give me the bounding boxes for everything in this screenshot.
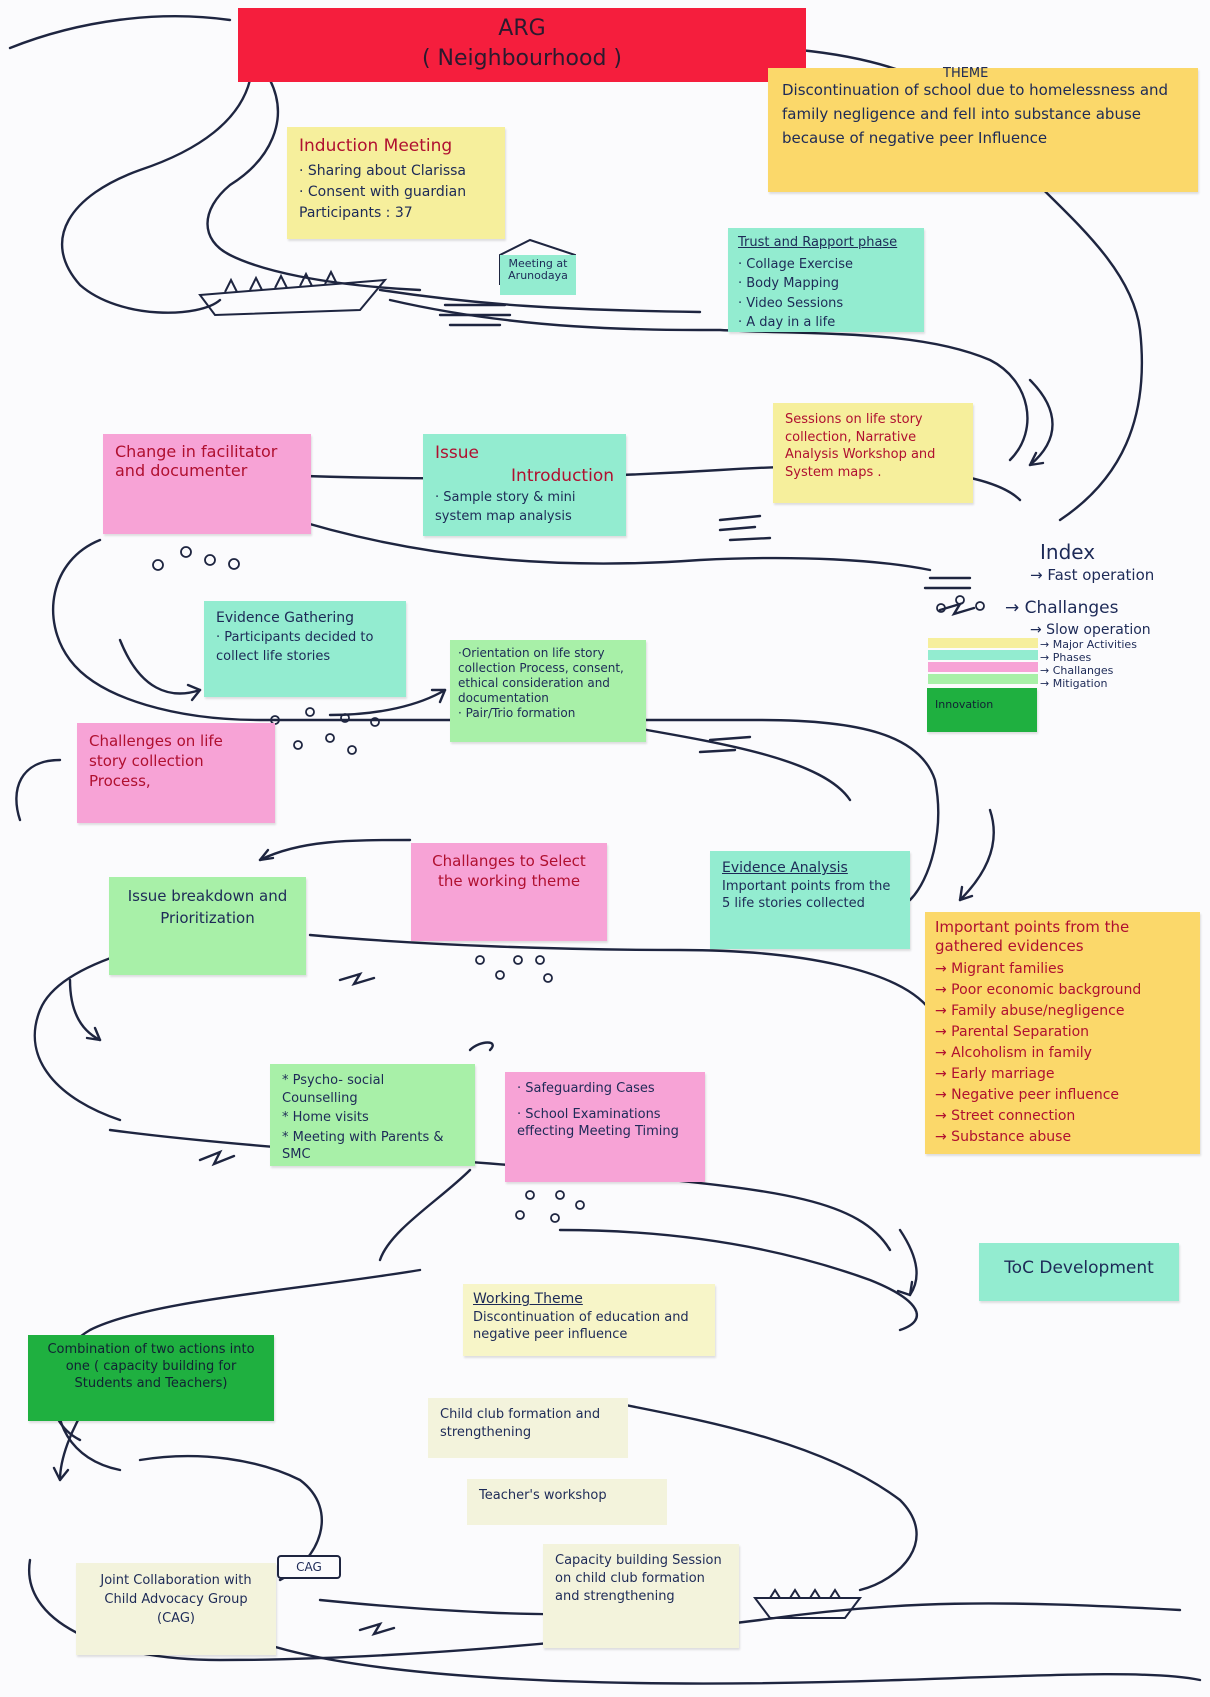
joint-collaboration-note: Joint Collaboration with Child Advocacy … — [76, 1563, 276, 1655]
combination-text: Combination of two actions into one ( ca… — [47, 1342, 255, 1391]
index-swatch-mitigation — [928, 674, 1038, 684]
evidence-gathering-note: Evidence Gathering · Participants decide… — [204, 601, 406, 697]
orientation-item2: · Pair/Trio formation — [458, 706, 576, 720]
evidence-analysis-note: Evidence Analysis Important points from … — [710, 851, 910, 949]
important-point: → Negative peer influence — [935, 1087, 1120, 1103]
index-swatch-challenges — [928, 662, 1038, 672]
important-point: → Family abuse/negligence — [935, 1003, 1125, 1019]
sessions-note: Sessions on life story collection, Narra… — [773, 403, 973, 503]
evidence-analysis-text: Important points from the 5 life stories… — [722, 878, 891, 912]
index-major: → Major Activities — [1040, 638, 1137, 651]
safeguarding-text: · School Examinations effecting Meeting … — [517, 1106, 679, 1140]
induction-item: · Sharing about Clarissa — [299, 162, 466, 179]
important-point: → Poor economic background — [935, 982, 1142, 998]
trust-rapport-note: Trust and Rapport phase · Collage Exerci… — [728, 228, 924, 332]
safeguarding-note: · Safeguarding Cases · School Examinatio… — [505, 1072, 705, 1182]
evidence-gathering-text: · Participants decided to collect life s… — [216, 629, 374, 664]
issue-heading1: Issue — [435, 443, 479, 463]
meeting-note: Meeting at Arunodaya — [500, 255, 576, 295]
capacity-text: Capacity building Session on child club … — [555, 1553, 722, 1604]
teachers-text: Teacher's workshop — [479, 1488, 607, 1503]
change-facilitator-note: Change in facilitator and documenter — [103, 434, 311, 534]
title-line2: ( Neighbourhood ) — [421, 46, 623, 71]
index-mitigation: → Mitigation — [1040, 677, 1108, 690]
cag-text: CAG — [296, 1560, 322, 1574]
induction-item: · Consent with guardian — [299, 183, 467, 200]
title-banner: ARG ( Neighbourhood ) — [238, 8, 806, 82]
capacity-building-note: Capacity building Session on child club … — [543, 1544, 739, 1648]
evidence-gathering-heading: Evidence Gathering — [216, 610, 354, 626]
working-theme-heading: Working Theme — [473, 1291, 583, 1307]
important-points-note: Important points from the gathered evide… — [925, 912, 1200, 1154]
index-fast: → Fast operation — [1030, 566, 1155, 584]
important-point: → Migrant families — [935, 961, 1064, 977]
important-points-heading: Important points from the gathered evide… — [935, 918, 1130, 955]
challenges-life-text: Challenges on life story collection Proc… — [89, 732, 223, 790]
index-swatch-major — [928, 638, 1038, 648]
index-innovation-swatch: Innovation — [927, 688, 1037, 732]
orientation-note: ·Orientation on life story collection Pr… — [450, 640, 646, 742]
cag-label: CAG — [277, 1555, 341, 1579]
issue-breakdown-note: Issue breakdown and Prioritization — [109, 877, 306, 975]
trust-item: · Collage Exercise — [738, 256, 853, 272]
index-swatch-phases — [928, 650, 1038, 660]
working-theme-text: Discontinuation of education and negativ… — [473, 1309, 689, 1343]
issue-intro-text: · Sample story & mini system map analysi… — [435, 489, 576, 524]
child-club-note: Child club formation and strengthening — [428, 1398, 628, 1458]
change-text: Change in facilitator and documenter — [115, 442, 278, 480]
important-point: → Early marriage — [935, 1066, 1055, 1082]
issue-introduction-note: Issue Introduction · Sample story & mini… — [423, 434, 626, 536]
trust-item: · Body Mapping — [738, 276, 840, 292]
index-phases: → Phases — [1040, 651, 1092, 664]
trust-item: · Video Sessions — [738, 295, 844, 311]
challenges-select-text: Challanges to Select the working theme — [432, 852, 586, 890]
important-point: → Alcoholism in family — [935, 1045, 1092, 1061]
joint-text: Joint Collaboration with Child Advocacy … — [100, 1573, 252, 1626]
index-challenges: → Challanges — [1005, 598, 1119, 618]
induction-meeting-note: Induction Meeting · Sharing about Claris… — [287, 127, 505, 239]
challenges-life-story-note: Challenges on life story collection Proc… — [77, 723, 275, 823]
important-point: → Street connection — [935, 1108, 1076, 1124]
trust-item: · A day in a life — [738, 315, 836, 331]
important-point: → Substance abuse — [935, 1129, 1072, 1145]
index-slow: → Slow operation — [1030, 622, 1151, 638]
title-line1: ARG — [498, 16, 546, 41]
psycho-item: * Home visits — [282, 1110, 369, 1126]
trust-heading: Trust and Rapport phase — [738, 235, 898, 250]
innovation-text: Innovation — [935, 698, 994, 711]
safeguarding-heading: · Safeguarding Cases — [517, 1081, 655, 1096]
child-club-text: Child club formation and strengthening — [440, 1407, 601, 1440]
psycho-social-note: * Psycho- social Counselling * Home visi… — [270, 1064, 475, 1166]
combination-note: Combination of two actions into one ( ca… — [28, 1335, 274, 1421]
psycho-item: * Meeting with Parents & SMC — [282, 1129, 444, 1163]
working-theme-note: Working Theme Discontinuation of educati… — [463, 1284, 715, 1356]
teachers-workshop-note: Teacher's workshop — [467, 1479, 667, 1525]
toc-text: ToC Development — [1004, 1258, 1154, 1278]
theme-note: THEME Discontinuation of school due to h… — [768, 66, 1198, 192]
important-point: → Parental Separation — [935, 1024, 1090, 1040]
issue-heading2: Introduction — [511, 465, 614, 486]
psycho-item: * Psycho- social Counselling — [282, 1073, 385, 1106]
index-challenges2: → Challanges — [1040, 664, 1114, 677]
sessions-text: Sessions on life story collection, Narra… — [785, 412, 936, 480]
induction-heading: Induction Meeting — [299, 136, 453, 156]
index-heading: Index — [1040, 540, 1096, 564]
theme-text: Discontinuation of school due to homeles… — [782, 81, 1169, 147]
challenges-select-note: Challanges to Select the working theme — [411, 843, 607, 941]
meeting-text: Meeting at Arunodaya — [508, 257, 568, 282]
issue-breakdown-text: Issue breakdown and Prioritization — [127, 887, 288, 927]
theme-heading: THEME — [943, 66, 989, 81]
induction-participants: Participants : 37 — [299, 204, 413, 221]
orientation-text: ·Orientation on life story collection Pr… — [458, 646, 624, 705]
evidence-analysis-heading: Evidence Analysis — [722, 860, 848, 876]
toc-development-note: ToC Development — [979, 1243, 1179, 1301]
